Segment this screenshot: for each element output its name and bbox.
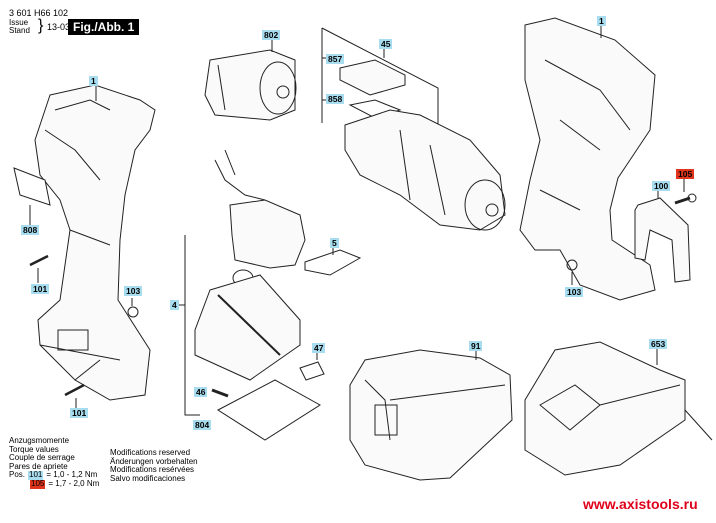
battery-drawing bbox=[349, 349, 513, 481]
legend-line: Anzugsmomente bbox=[9, 436, 70, 445]
spring-46-drawing bbox=[211, 388, 229, 398]
torque-row: Pos. 101 = 1,0 - 1,2 Nm bbox=[9, 471, 99, 480]
legend-line: Torque values bbox=[9, 444, 59, 454]
motor-drawing bbox=[204, 49, 297, 121]
part-number: 3 601 H66 102 bbox=[9, 8, 69, 18]
torque-row: 105 = 1,7 - 2,0 Nm bbox=[9, 478, 100, 489]
plate-804-drawing bbox=[217, 379, 321, 441]
callout-motor-802[interactable]: 802 bbox=[262, 30, 281, 40]
callout-housing-right[interactable]: 1 bbox=[597, 16, 606, 26]
callout-clip-100[interactable]: 100 bbox=[652, 181, 671, 191]
callout-plate-804[interactable]: 804 bbox=[193, 420, 212, 430]
callout-housing-left[interactable]: 1 bbox=[89, 76, 98, 86]
screw-101-drawing bbox=[29, 254, 49, 267]
modifications-note: Modifications reserved Änderungen vorbeh… bbox=[110, 448, 198, 483]
callout-battery-91[interactable]: 91 bbox=[469, 341, 483, 351]
stand-label: Stand bbox=[9, 26, 30, 35]
legend-line: Couple de serrage bbox=[9, 453, 75, 463]
mod-line: Modifications resérvées bbox=[110, 465, 195, 475]
callout-switch-group-4[interactable]: 4 bbox=[170, 300, 179, 310]
torque-value: = 1,7 - 2,0 Nm bbox=[48, 478, 100, 488]
callout-charger-653[interactable]: 653 bbox=[649, 339, 668, 349]
clip-100-drawing bbox=[634, 197, 691, 283]
charger-drawing bbox=[524, 341, 713, 476]
issue-label: Issue bbox=[9, 18, 29, 27]
brace: } bbox=[38, 17, 44, 34]
callout-part-5[interactable]: 5 bbox=[330, 238, 339, 248]
nut-103-right-drawing bbox=[566, 259, 578, 271]
issue-stand-label: Issue Stand bbox=[9, 19, 30, 35]
callout-screw-105[interactable]: 105 bbox=[676, 169, 695, 179]
callout-nut-103-right[interactable]: 103 bbox=[565, 287, 584, 297]
torque-pos: 101 bbox=[28, 470, 44, 480]
website-link[interactable]: www.axistools.ru bbox=[583, 496, 698, 512]
callout-group-45[interactable]: 45 bbox=[379, 39, 393, 49]
callout-seal-858[interactable]: 858 bbox=[326, 94, 345, 104]
callout-part-47[interactable]: 47 bbox=[312, 343, 326, 353]
callout-cover-857[interactable]: 857 bbox=[326, 54, 345, 64]
cover-857-drawing bbox=[339, 59, 406, 96]
torque-pos: 105 bbox=[30, 478, 46, 489]
callout-808[interactable]: 808 bbox=[21, 225, 40, 235]
part-47-drawing bbox=[299, 361, 325, 381]
mod-line: Modifications reserved bbox=[110, 448, 191, 457]
seal-858-drawing bbox=[348, 99, 402, 119]
legend-line: Pares de apriete bbox=[9, 461, 68, 471]
nut-103-drawing bbox=[127, 306, 139, 318]
right-housing-drawing bbox=[519, 17, 656, 301]
left-housing-drawing bbox=[34, 84, 156, 401]
part-5-drawing bbox=[304, 249, 362, 276]
torque-value: = 1,0 - 1,2 Nm bbox=[46, 470, 98, 480]
pos-label: Pos. bbox=[9, 470, 26, 480]
callout-screw-101-top[interactable]: 101 bbox=[31, 284, 50, 294]
callout-nut-103-left[interactable]: 103 bbox=[124, 286, 143, 296]
figure-label: Fig./Abb. 1 bbox=[68, 19, 140, 35]
mod-line: Salvo modificaciones bbox=[110, 473, 186, 483]
mod-line: Änderungen vorbehalten bbox=[110, 456, 198, 466]
screw-101-bottom-drawing bbox=[64, 383, 85, 397]
switch-drawing bbox=[194, 149, 306, 381]
torque-legend: Anzugsmomente Torque values Couple de se… bbox=[9, 436, 100, 489]
callout-screw-101-bottom[interactable]: 101 bbox=[70, 408, 89, 418]
callout-spring-46[interactable]: 46 bbox=[194, 387, 208, 397]
issue-date: 13-03-26 bbox=[47, 22, 84, 32]
gearbox-chuck-drawing bbox=[344, 109, 506, 231]
label-sticker-drawing bbox=[13, 167, 51, 206]
screw-105-drawing bbox=[674, 196, 691, 205]
